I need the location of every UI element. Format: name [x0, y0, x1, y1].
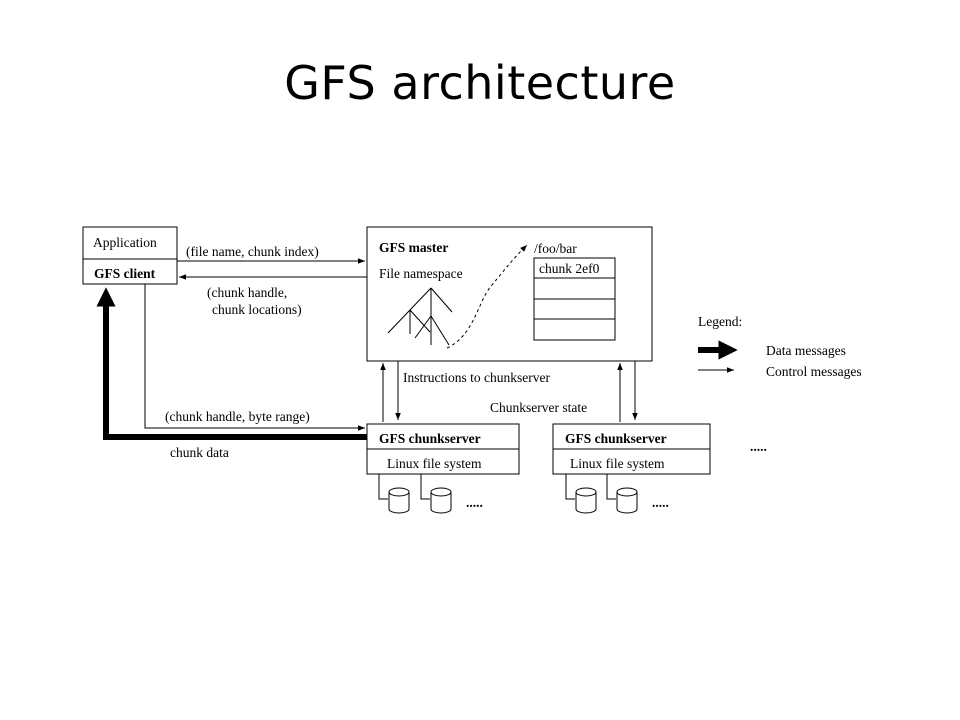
- chunkserver-1-title: GFS chunkserver: [379, 431, 481, 446]
- chunkserver-1-fs: Linux file system: [387, 456, 482, 471]
- more-chunkservers-ellipsis: .....: [750, 439, 767, 454]
- instructions-label: Instructions to chunkserver: [403, 370, 550, 385]
- data-request-label: (chunk handle, byte range): [165, 409, 310, 424]
- chunkserver-2-fs: Linux file system: [570, 456, 665, 471]
- slide-title: GFS architecture: [284, 56, 676, 110]
- legend: Legend: Data messages Control messages: [698, 314, 862, 379]
- state-label: Chunkserver state: [490, 400, 587, 415]
- reply-label-2: chunk locations): [212, 302, 302, 317]
- chunkserver-2-title: GFS chunkserver: [565, 431, 667, 446]
- data-request-arrow: [144, 284, 365, 431]
- namespace-link-arrow: [446, 244, 528, 349]
- gfs-client-label: GFS client: [94, 266, 156, 281]
- request-label: (file name, chunk index): [186, 244, 319, 259]
- disk-icon: [616, 487, 638, 514]
- disk-ellipsis: .....: [652, 495, 669, 510]
- chunk-label: chunk 2ef0: [539, 261, 600, 276]
- master-title: GFS master: [379, 240, 448, 255]
- disk-ellipsis: .....: [466, 495, 483, 510]
- namespace-tree-icon: [387, 287, 453, 346]
- chunk-data-arrow: [96, 287, 367, 440]
- client-box: Application GFS client: [82, 226, 178, 285]
- disk-icon: [575, 487, 597, 514]
- namespace-label: File namespace: [379, 266, 463, 281]
- legend-title: Legend:: [698, 314, 742, 329]
- reply-label-1: (chunk handle,: [207, 285, 287, 300]
- chunk-data-label: chunk data: [170, 445, 229, 460]
- application-label: Application: [93, 235, 157, 250]
- chunkserver-1: GFS chunkserver Linux file system .....: [366, 423, 520, 514]
- disk-icon: [388, 487, 410, 514]
- path-label: /foo/bar: [534, 241, 577, 256]
- legend-data-label: Data messages: [766, 343, 846, 358]
- master-box: GFS master File namespace /foo/bar chunk…: [366, 226, 653, 362]
- chunkserver-2: GFS chunkserver Linux file system .....: [552, 423, 711, 514]
- legend-control-label: Control messages: [766, 364, 862, 379]
- disk-icon: [430, 487, 452, 514]
